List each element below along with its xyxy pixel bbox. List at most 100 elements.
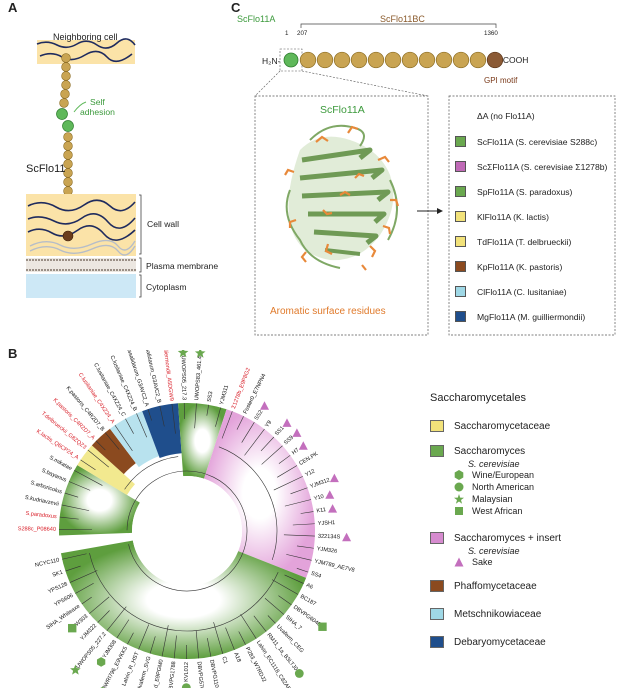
construct-label: ScΣFlo11A (S. cerevisiae Σ1278b)	[477, 161, 608, 172]
sake-triangle-marker	[260, 401, 270, 410]
structure-box	[254, 95, 429, 336]
tree-branch	[61, 504, 90, 511]
family-label: Saccharomyces	[454, 445, 526, 457]
tree-leaf-label: C1	[220, 656, 228, 665]
tree-branch	[159, 405, 165, 427]
tree-strain-markers	[68, 350, 352, 688]
clade-sector-saccharomyces-top	[59, 465, 140, 536]
panel-c-illustration	[254, 23, 616, 336]
phylogenetic-tree: S288c_P08640S.paradoxusS.kudriavzeviiS.a…	[18, 350, 355, 688]
construct-row-tdflo11a: TdFlo11A (T. delbrueckii)	[455, 236, 571, 247]
tree-leaf-label: A6	[305, 583, 314, 591]
tree-leaf-label: Y12	[304, 469, 316, 479]
tree-branch	[213, 622, 224, 654]
tree-internal-arc	[218, 446, 278, 561]
clade-sector-phaffomycetaceae	[91, 428, 136, 475]
plasma-membrane	[26, 258, 136, 272]
tree-branch	[114, 425, 133, 451]
panel-label-a: A	[8, 0, 18, 15]
tree-leaf-label: YPS606	[54, 593, 75, 608]
sake-triangle-marker	[342, 532, 352, 542]
family-saccharomyces: Saccharomyces	[430, 445, 525, 457]
tree-branch	[59, 516, 79, 520]
insert-subtitle: S. cerevisiae	[468, 546, 520, 556]
tree-leaf-label: S288c_P08640	[18, 526, 56, 533]
flo11a-domain-upper	[56, 108, 68, 120]
tree-branch	[195, 630, 200, 659]
clade-sector-saccharomycetaceae	[77, 445, 135, 495]
tree-branch	[261, 445, 283, 465]
tree-branch	[290, 487, 308, 495]
tree-branch	[244, 428, 265, 456]
tree-branch	[89, 596, 110, 614]
tree-branch	[194, 403, 197, 429]
strain-group-marker	[70, 664, 81, 675]
tree-leaf-label: M.guilliermondii_A5DGW9	[160, 350, 174, 401]
construct-row-scsigma: ScΣFlo11A (S. cerevisiae Σ1278b)	[455, 161, 607, 172]
tree-branch	[106, 606, 127, 632]
tree-leaf-label: SS4	[310, 571, 322, 580]
construct-swatch	[455, 286, 466, 297]
tree-branch	[267, 615, 276, 624]
family-phaffomycetaceae: Phaffomycetaceae	[430, 580, 537, 592]
construct-row-scflo11a: ScFlo11A (S. cerevisiae S288c)	[455, 136, 597, 147]
position-207: 207	[297, 30, 308, 37]
tree-branch	[138, 624, 150, 650]
aromatic-residues-label: Aromatic surface residues	[270, 306, 386, 317]
tree-branch	[207, 638, 212, 657]
tree-leaf-label: S.passalidarum_G3AVC2_A	[122, 350, 149, 408]
tree-branch	[74, 470, 103, 486]
tree-branch	[116, 619, 130, 639]
family-label: Saccharomyces + insert	[454, 532, 561, 544]
sake-triangle-marker	[325, 490, 335, 499]
tree-branch	[97, 610, 110, 623]
tree-leaf-label: SS2	[254, 409, 265, 421]
construct-swatch	[455, 261, 466, 272]
construct-box	[448, 95, 616, 336]
tree-branch	[271, 579, 299, 595]
construct-row-spflo11a: SpFlo11A (S. paradoxus)	[455, 186, 572, 197]
subgroup-north-american: North American	[454, 482, 534, 492]
construct-label: ΔA (no Flo11A)	[477, 111, 535, 121]
sake-triangle-marker	[298, 441, 308, 450]
clade-sector-metschnikowiaceae	[109, 411, 159, 468]
strain-group-marker	[294, 669, 304, 678]
construct-swatch	[455, 186, 466, 197]
flo11bc-repeats	[299, 51, 487, 69]
tree-leaf-label: UWOPS05_217.3	[180, 356, 187, 401]
tree-center-hole	[132, 476, 242, 586]
construct-label: TdFlo11A (T. delbrueckii)	[477, 236, 572, 247]
sake-triangle-marker	[328, 504, 338, 513]
construct-swatch	[455, 161, 466, 172]
strain-group-marker	[68, 623, 77, 633]
sc-subtitle: S. cerevisiae	[468, 459, 520, 469]
structure-title: ScFlo11A	[320, 104, 365, 116]
strain-group-marker	[96, 657, 106, 667]
tree-branch	[206, 404, 209, 416]
tree-leaf-label: Uvaferm_SVG	[136, 656, 152, 688]
tree-leaf-label: Y9	[264, 420, 273, 429]
tree-branch	[81, 596, 92, 605]
construct-swatch	[455, 311, 466, 322]
order-title: Saccharomycetales	[430, 392, 526, 404]
family-metschnikowiaceae: Metschnikowiaceae	[430, 608, 541, 620]
tree-branch	[253, 615, 267, 632]
subgroup-west-african: West African	[454, 506, 522, 516]
tree-branch	[264, 598, 285, 615]
tree-leaf-label: S.bayanus	[40, 468, 67, 484]
subgroup-malaysian: Malaysian	[454, 494, 513, 504]
family-swatch	[430, 608, 444, 620]
gpi-motif-label: GPI motif	[484, 76, 518, 85]
tree-leaf-label: UWOPS83_461.4	[194, 356, 203, 401]
tree-leaf-label: S.arboricolus	[30, 480, 63, 495]
star-icon	[454, 494, 464, 504]
construct-swatch	[455, 136, 466, 147]
flo11a-structure-cartoon	[284, 124, 400, 271]
construct-row-kpflo11a: KpFlo11A (K. pastoris)	[455, 261, 562, 272]
family-swatch	[430, 445, 444, 457]
tree-leaf-label: YJM311	[219, 385, 230, 406]
clade-sector-saccharomyces-mid	[178, 403, 227, 479]
tree-branch	[221, 411, 233, 439]
tree-branch	[296, 568, 309, 573]
family-label: Debaryomycetaceae	[454, 636, 546, 648]
